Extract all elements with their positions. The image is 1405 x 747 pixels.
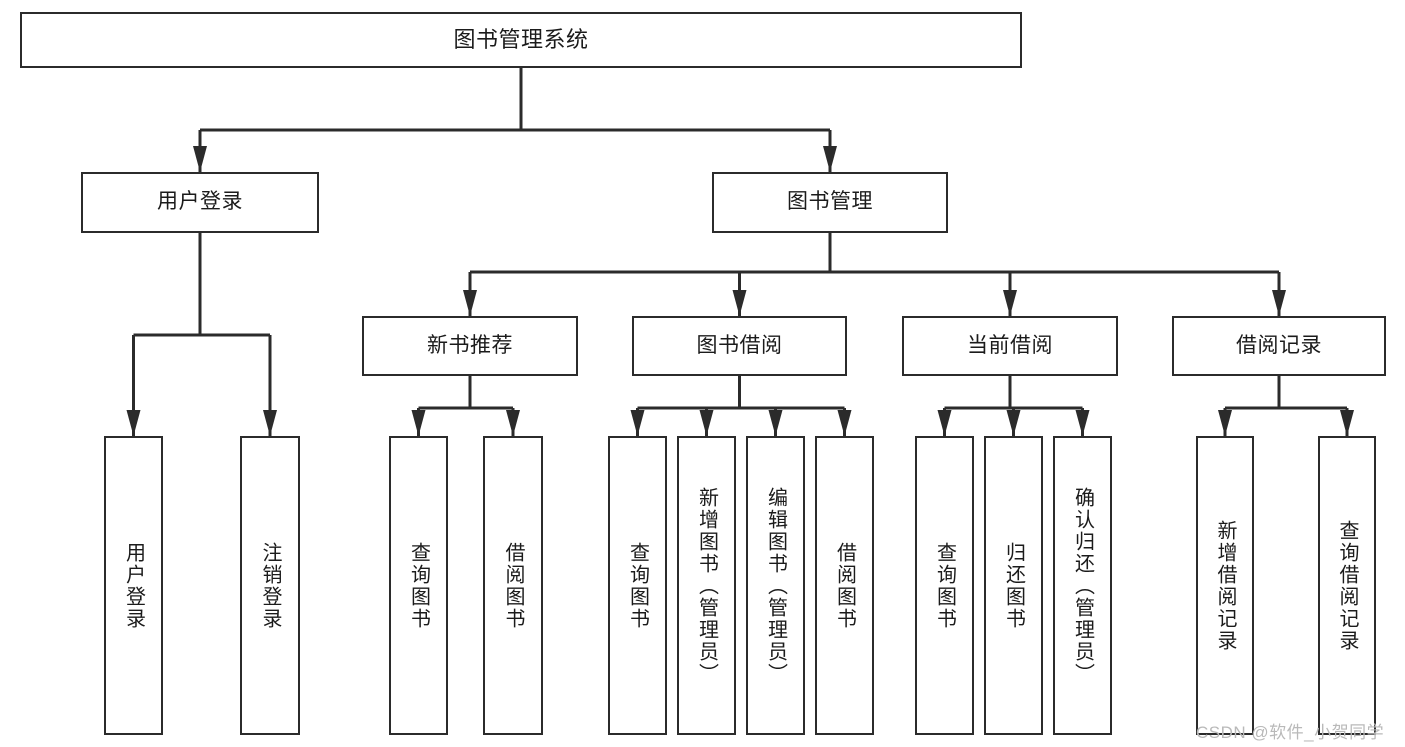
node-label-leaf-add-book: 新增图书（管理员） — [695, 486, 718, 685]
node-label-borrow-record: 借阅记录 — [1236, 333, 1322, 357]
node-book-borrow[interactable]: 图书借阅 — [632, 316, 847, 376]
node-root[interactable]: 图书管理系统 — [20, 12, 1022, 68]
node-label-new-book-rec: 新书推荐 — [427, 333, 513, 357]
node-label-leaf-query-book-3: 查询图书 — [933, 541, 956, 630]
node-leaf-query-record[interactable]: 查询借阅记录 — [1318, 436, 1376, 735]
node-label-leaf-logout: 注销登录 — [259, 541, 281, 630]
node-label-leaf-borrow-book-1: 借阅图书 — [502, 541, 524, 630]
node-leaf-query-book-3[interactable]: 查询图书 — [915, 436, 974, 735]
node-leaf-add-record[interactable]: 新增借阅记录 — [1196, 436, 1254, 735]
node-label-leaf-query-book-1: 查询图书 — [407, 541, 430, 630]
node-label-book-borrow: 图书借阅 — [696, 333, 783, 357]
node-label-leaf-return-book: 归还图书 — [1002, 541, 1025, 630]
node-leaf-user-login[interactable]: 用户登录 — [104, 436, 163, 735]
node-label-current-borrow: 当前借阅 — [967, 333, 1053, 357]
node-leaf-add-book[interactable]: 新增图书（管理员） — [677, 436, 736, 735]
node-label-book-manage: 图书管理 — [787, 190, 873, 214]
node-leaf-query-book-1[interactable]: 查询图书 — [389, 436, 448, 735]
node-label-leaf-add-record: 新增借阅记录 — [1214, 519, 1236, 652]
node-leaf-logout[interactable]: 注销登录 — [240, 436, 300, 735]
node-leaf-return-book[interactable]: 归还图书 — [984, 436, 1043, 735]
node-leaf-borrow-book-1[interactable]: 借阅图书 — [483, 436, 543, 735]
node-label-leaf-confirm-return: 确认归还（管理员） — [1071, 486, 1094, 685]
node-label-leaf-user-login: 用户登录 — [122, 541, 145, 630]
node-user-login[interactable]: 用户登录 — [81, 172, 319, 233]
node-label-leaf-edit-book: 编辑图书（管理员） — [764, 486, 787, 685]
node-label-leaf-borrow-book-2: 借阅图书 — [833, 541, 856, 630]
node-label-leaf-query-book-2: 查询图书 — [626, 541, 649, 630]
node-label-leaf-query-record: 查询借阅记录 — [1336, 519, 1358, 652]
node-current-borrow[interactable]: 当前借阅 — [902, 316, 1118, 376]
node-label-user-login: 用户登录 — [157, 190, 243, 214]
node-leaf-edit-book[interactable]: 编辑图书（管理员） — [746, 436, 805, 735]
node-borrow-record[interactable]: 借阅记录 — [1172, 316, 1386, 376]
node-leaf-confirm-return[interactable]: 确认归还（管理员） — [1053, 436, 1112, 735]
csdn-watermark: CSDN @软件_小贺同学 — [1196, 723, 1385, 742]
node-leaf-query-book-2[interactable]: 查询图书 — [608, 436, 667, 735]
node-label-root: 图书管理系统 — [453, 27, 589, 53]
node-new-book-rec[interactable]: 新书推荐 — [362, 316, 578, 376]
node-leaf-borrow-book-2[interactable]: 借阅图书 — [815, 436, 874, 735]
node-book-manage[interactable]: 图书管理 — [712, 172, 948, 233]
